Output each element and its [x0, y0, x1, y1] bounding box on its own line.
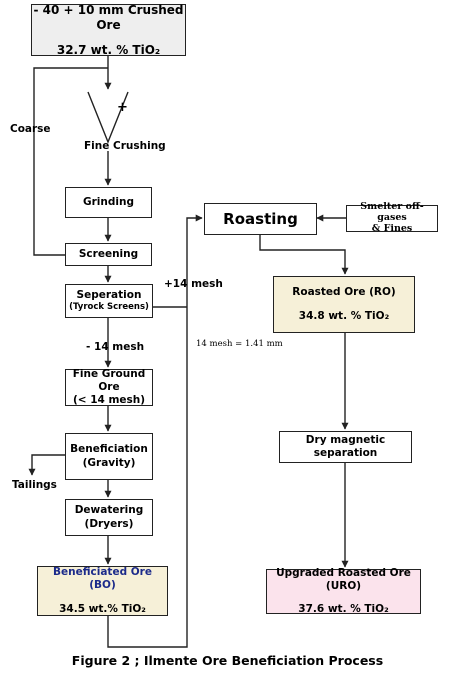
screening-box: Screening: [65, 243, 152, 266]
dry-magnetic-box: Dry magnetic separation: [279, 431, 412, 463]
fine-ground-line1: Fine Ground Ore: [72, 367, 146, 393]
separation-box: Seperation (Tyrock Screens): [65, 284, 153, 318]
beneficiation-line2: (Gravity): [82, 456, 136, 469]
crushed-ore-value: 32.7 wt. % TiO₂: [56, 42, 161, 57]
screening-label: Screening: [78, 247, 139, 260]
tailings-label: Tailings: [12, 479, 57, 491]
grinding-label: Grinding: [83, 195, 134, 208]
fine-ground-line2: (< 14 mesh): [72, 394, 146, 407]
crushed-ore-box: - 40 + 10 mm Crushed Ore 32.7 wt. % TiO₂: [31, 2, 186, 57]
edge-bo-to-roasting: [107, 214, 203, 648]
edge-tailings: [28, 454, 65, 476]
roasting-box: Roasting: [204, 203, 317, 235]
dry-magnetic-label: Dry magnetic separation: [305, 433, 386, 459]
crushed-ore-title: - 40 + 10 mm Crushed Ore: [33, 2, 184, 32]
roasting-label: Roasting: [223, 209, 298, 228]
smelter-box: Smelter off-gases & Fines: [346, 201, 438, 234]
bo-value: 34.5 wt.% TiO₂: [59, 602, 146, 615]
figure-caption: Figure 2 ; Ilmente Ore Beneficiation Pro…: [71, 653, 384, 668]
fine-crushing-label: Fine Crushing: [84, 140, 166, 152]
beneficiation-line1: Beneficiation: [70, 443, 148, 456]
fine-ground-ore-box: Fine Ground Ore (< 14 mesh): [65, 367, 153, 407]
ro-title: Roasted Ore (RO): [292, 286, 396, 299]
smelter-line2: & Fines: [371, 222, 413, 234]
separation-label: Seperation: [76, 289, 142, 302]
minus-14-mesh-label: - 14 mesh: [86, 341, 145, 353]
crusher-funnel-shape: [87, 91, 129, 144]
uro-value: 37.6 wt. % TiO₂: [298, 603, 389, 616]
dewatering-line2: (Dryers): [84, 517, 134, 530]
ro-value: 34.8 wt. % TiO₂: [298, 309, 390, 322]
plus-14-mesh-label: +14 mesh: [164, 278, 223, 290]
edge-coarse-recycle: [33, 67, 108, 256]
roasted-ore-box: Roasted Ore (RO) 34.8 wt. % TiO₂: [273, 276, 415, 333]
smelter-line1: Smelter off-gases: [360, 201, 424, 224]
beneficiated-ore-box: Beneficiated Ore (BO) 34.5 wt.% TiO₂: [37, 566, 168, 616]
edge-roasting-to-ro: [259, 235, 349, 275]
upgraded-ore-box: Upgraded Roasted Ore (URO) 37.6 wt. % Ti…: [266, 566, 421, 616]
bo-title: Beneficiated Ore (BO): [53, 566, 152, 592]
dewatering-box: Dewatering (Dryers): [65, 499, 153, 536]
uro-title: Upgraded Roasted Ore (URO): [276, 566, 411, 592]
separation-sub: (Tyrock Screens): [69, 302, 149, 313]
mesh-note-label: 14 mesh = 1.41 mm: [196, 339, 283, 349]
dewatering-line1: Dewatering: [74, 504, 144, 517]
beneficiation-box: Beneficiation (Gravity): [65, 433, 153, 480]
grinding-box: Grinding: [65, 187, 152, 218]
coarse-label: Coarse: [10, 123, 51, 135]
crusher-symbol: +: [117, 100, 128, 115]
